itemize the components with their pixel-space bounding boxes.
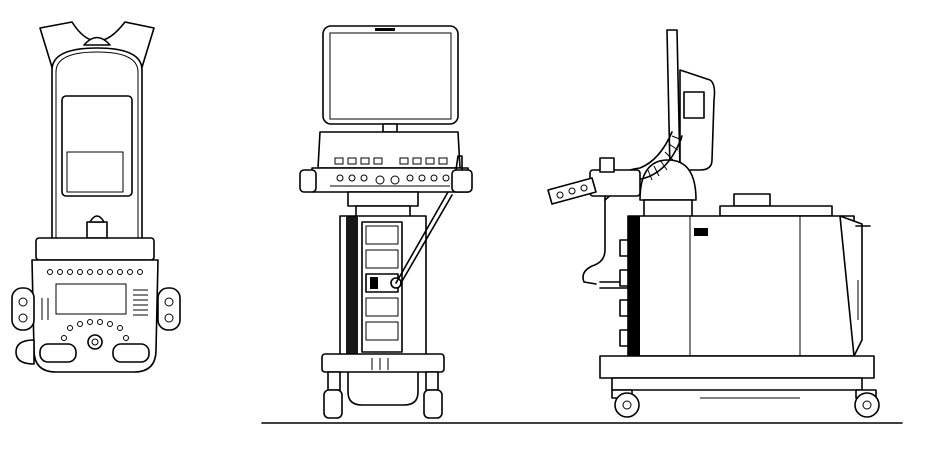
brand-logo bbox=[375, 28, 395, 31]
top-view bbox=[11, 21, 181, 373]
front-view bbox=[299, 25, 473, 419]
side-view bbox=[547, 29, 880, 418]
